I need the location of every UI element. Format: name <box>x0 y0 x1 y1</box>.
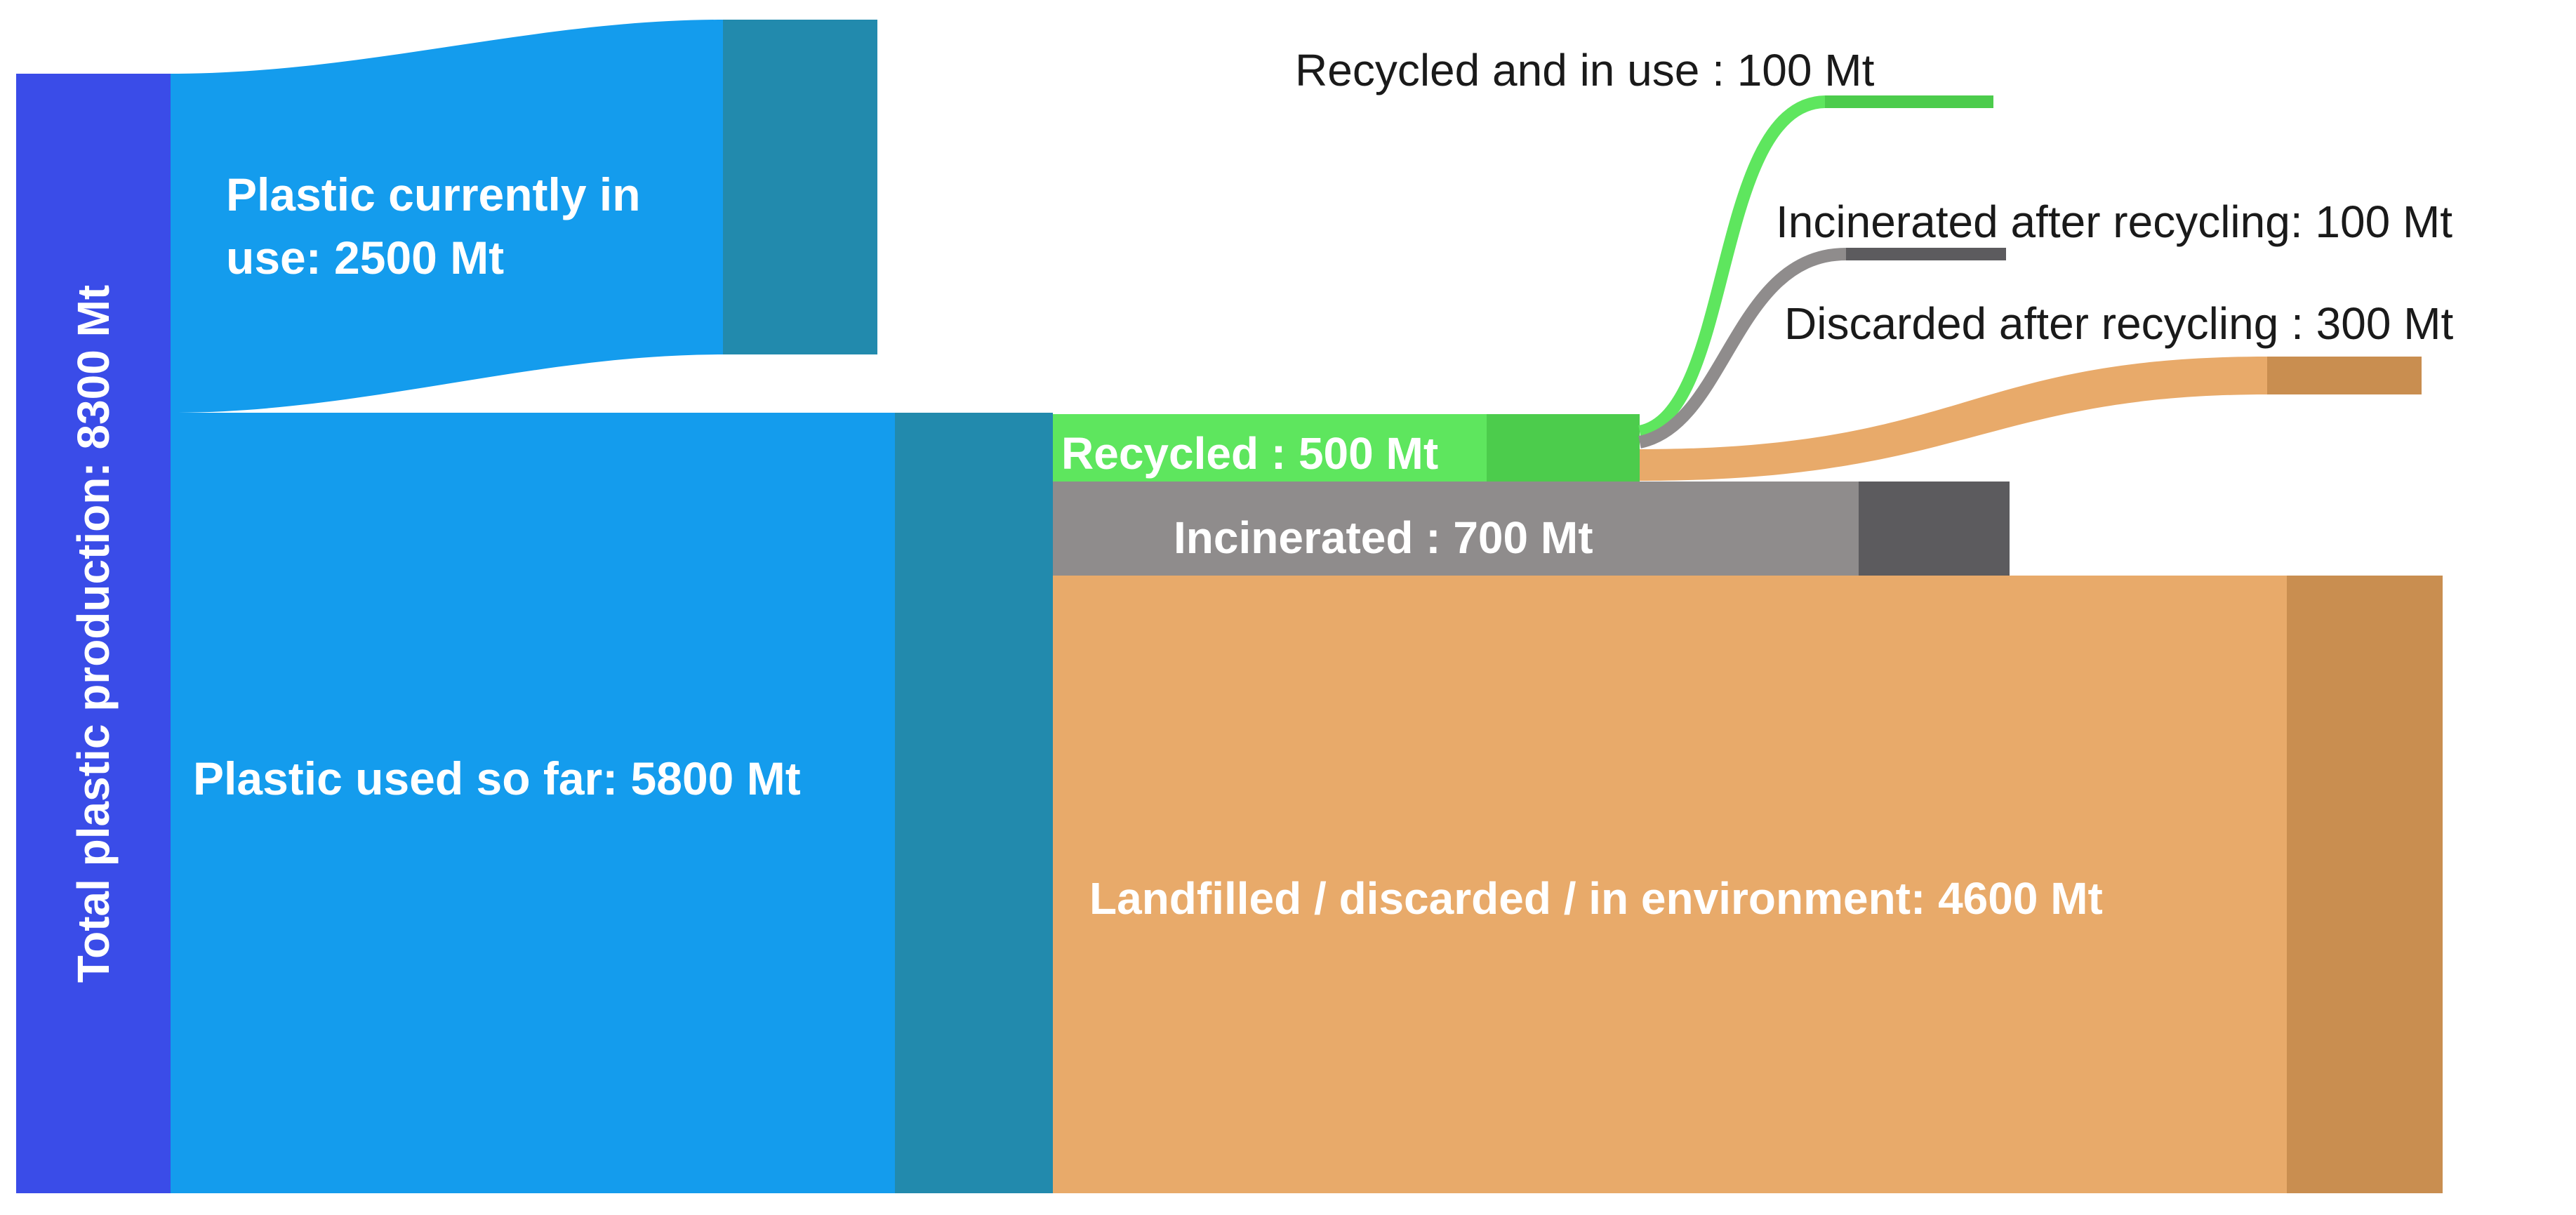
landfilled-flow <box>1053 576 2287 1193</box>
used-so-far-flow <box>171 413 895 1193</box>
incinerated-after-recycling-flow <box>1638 248 2006 449</box>
incinerated-flow <box>1053 482 1859 576</box>
total-production-node <box>16 74 171 1193</box>
recycled-node <box>1487 414 1640 482</box>
incinerated-label: Incinerated : 700 Mt <box>1174 512 1593 563</box>
incinerated-after-recycling-label: Incinerated after recycling: 100 Mt <box>1776 197 2452 247</box>
in-use-label-line1: Plastic currently in <box>226 168 641 220</box>
discarded-after-recycling-label: Discarded after recycling : 300 Mt <box>1784 298 2454 349</box>
recycled-in-use-flow <box>1638 95 1993 438</box>
recycled-label: Recycled : 500 Mt <box>1061 428 1438 479</box>
used-so-far-node <box>895 413 1053 1193</box>
in-use-node <box>723 20 877 354</box>
landfilled-label: Landfilled / discarded / in environment:… <box>1089 873 2103 924</box>
discarded-after-recycling-flow <box>1640 357 2267 481</box>
recycled-in-use-label: Recycled and in use : 100 Mt <box>1295 45 1875 95</box>
in-use-label-line2: use: 2500 Mt <box>226 232 504 284</box>
landfilled-node <box>2287 576 2443 1193</box>
used-so-far-label: Plastic used so far: 5800 Mt <box>193 752 801 804</box>
total-production-label: Total plastic production: 8300 Mt <box>68 285 119 983</box>
incinerated-node <box>1859 482 2010 576</box>
recycled-flow <box>1053 414 1487 482</box>
discarded-after-recycling-node <box>2267 357 2422 394</box>
in-use-flow <box>171 20 723 413</box>
